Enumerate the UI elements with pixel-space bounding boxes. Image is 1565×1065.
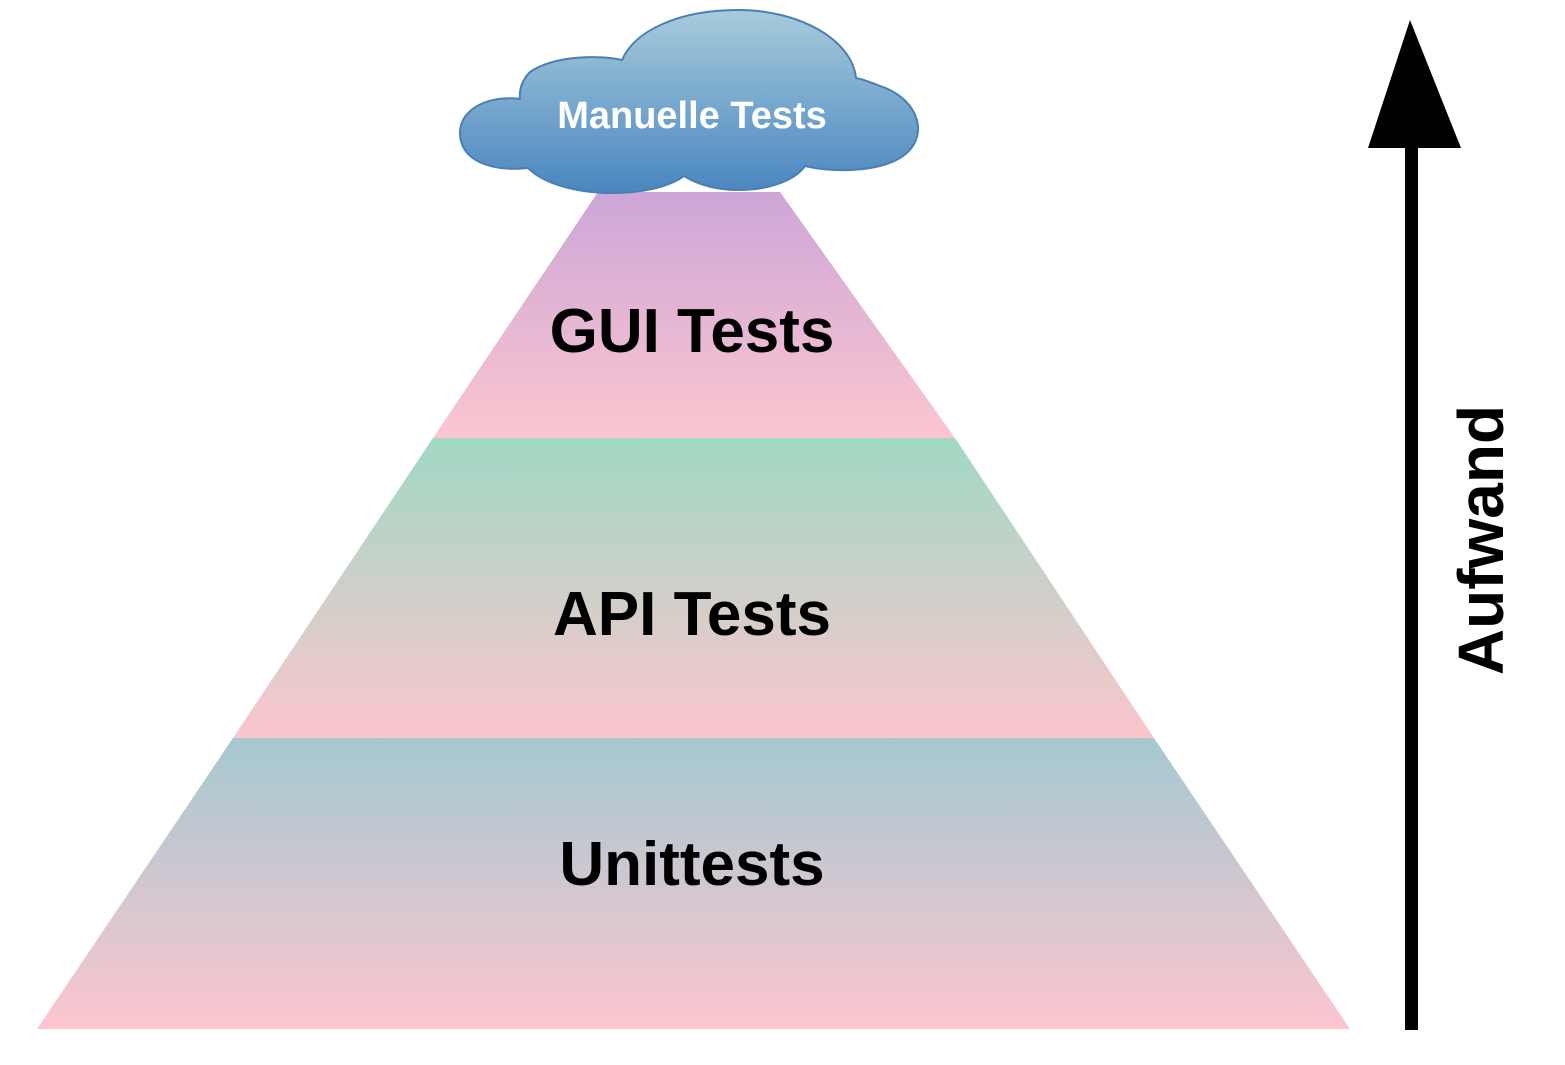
effort-arrow-shaft <box>1405 146 1418 1030</box>
pyramid-layer-top <box>433 192 955 438</box>
cloud-shape <box>458 8 919 195</box>
layer-label-unit: Unittests <box>559 830 824 899</box>
layer-label-gui: GUI Tests <box>550 297 835 366</box>
pyramid-layer-bottom <box>37 738 1350 1029</box>
layer-label-api: API Tests <box>553 580 831 649</box>
effort-axis-label: Aufwand <box>1445 405 1517 675</box>
pyramid-layer-middle <box>233 438 1154 738</box>
cloud-label-manual: Manuelle Tests <box>557 95 827 137</box>
effort-arrow-head <box>1368 20 1461 148</box>
